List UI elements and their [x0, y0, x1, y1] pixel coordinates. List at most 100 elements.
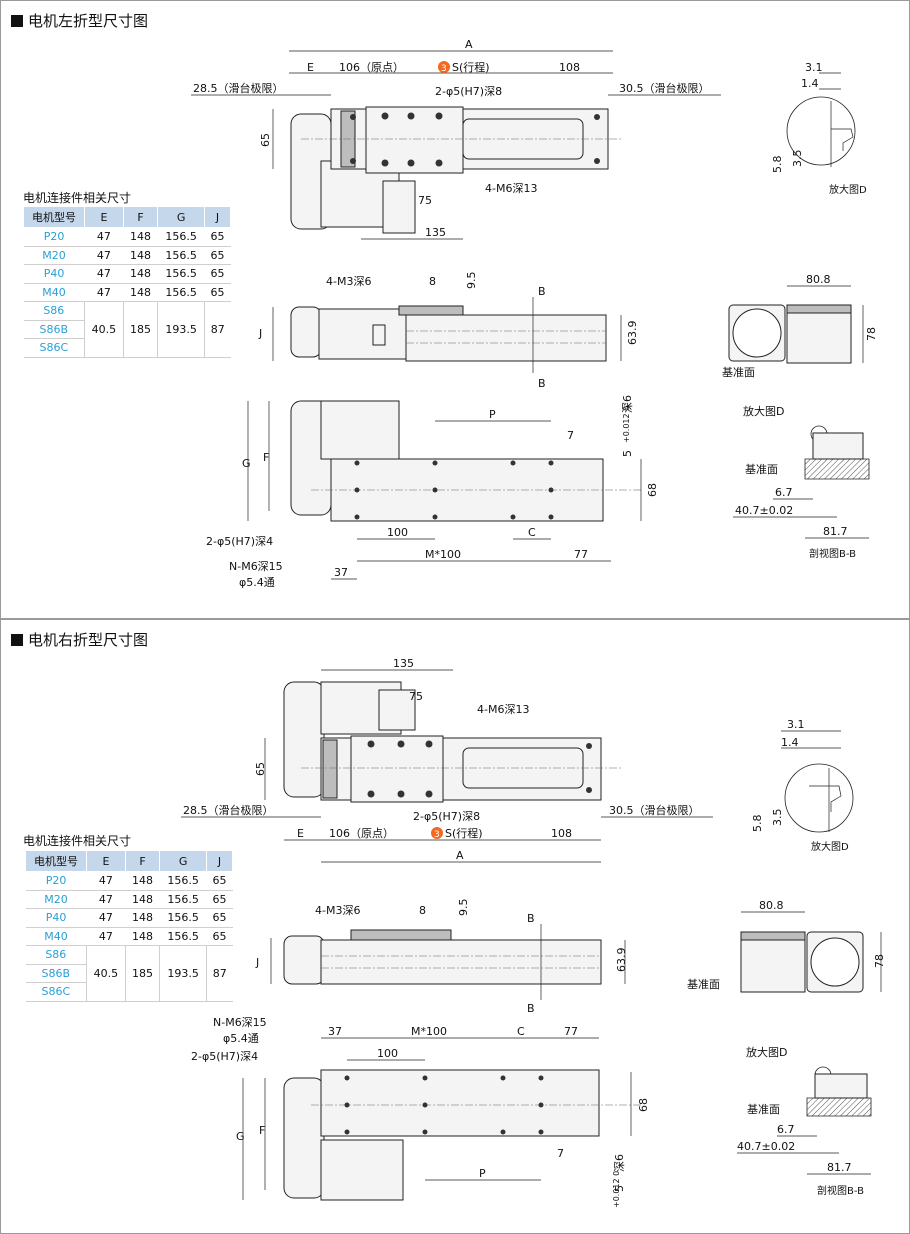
dim-100: 100 [387, 526, 408, 539]
hole [594, 158, 600, 164]
value-cell: 65 [206, 890, 233, 909]
stroke-badge-icon [438, 61, 450, 73]
model-cell: S86C [25, 982, 87, 1002]
value-cell: 47 [84, 264, 124, 284]
header-model: 电机型号 [22, 206, 86, 228]
dim-g: G [236, 1130, 245, 1143]
label-m3-depth6: 4-M3深6 [315, 904, 360, 917]
value-cell: 148 [123, 227, 158, 247]
dim-3-1: 3.1 [805, 61, 823, 74]
section-title: 电机左折型尺寸图 [11, 10, 148, 31]
rail-body [320, 1069, 600, 1137]
hole [594, 114, 600, 120]
section-caption: 剖视图B-B [817, 1184, 864, 1197]
stroke-badge-number: 3 [434, 830, 440, 840]
dim-5-8: 5.8 [771, 156, 784, 174]
table-row: S86C [25, 982, 233, 1002]
dim-f: F [263, 451, 269, 464]
value-cell: 65 [204, 246, 231, 265]
dim-9-5: 9.5 [457, 899, 470, 917]
dim-c: C [517, 1025, 525, 1038]
hole [435, 112, 443, 120]
label-section-b-top: B [538, 285, 546, 298]
section-caption: 剖视图B-B [809, 547, 856, 560]
value-cell: 193.5 [159, 945, 207, 1002]
value-cell: 40.5 [86, 945, 126, 1002]
value-cell: 148 [125, 890, 160, 909]
value-cell: 156.5 [157, 283, 205, 302]
dim-j: J [258, 327, 262, 340]
section-b-b: 放大图D 基准面 6.7 40.7±0.02 81.7 剖视图B-B [733, 404, 870, 560]
dim-p: P [489, 408, 496, 421]
end-view: 80.8 78 基准面 [722, 273, 878, 379]
motor-bracket [320, 1139, 404, 1201]
dim-stroke: S(行程) [445, 827, 483, 840]
top-view: A E 106（原点） 3 S(行程) 108 28.5（滑台极限） 30.5（… [191, 38, 721, 240]
dim-5: 5 [613, 1185, 626, 1192]
side-view: 4-M3深6 8 9.5 B B J 63.9 [258, 272, 639, 391]
value-cell: 156.5 [157, 227, 205, 247]
label-detail-d: 放大图D [743, 404, 784, 418]
dim-77: 77 [574, 548, 588, 561]
value-cell: 156.5 [157, 264, 205, 284]
dim-40-7: 40.7±0.02 [737, 1140, 795, 1153]
bottom-view: G F P 7 +0.012 0 深6 5 68 2-φ5(H7)深4 100 … [206, 395, 659, 589]
label-m6-depth13: 4-M6深13 [485, 182, 537, 195]
dim-e: E [307, 61, 314, 74]
header-e: E [86, 850, 126, 872]
model-cell: P20 [23, 227, 85, 247]
bottom-view: N-M6深15 φ5.4通 2-φ5(H7)深4 37 M*100 C 77 1… [191, 1016, 650, 1208]
dim-g: G [242, 457, 251, 470]
motor-housing [283, 935, 325, 985]
dim-6-7: 6.7 [777, 1123, 795, 1136]
dim-3-5: 3.5 [791, 150, 804, 168]
label-depth6: 深6 [613, 1154, 626, 1172]
motor-housing [283, 1077, 325, 1199]
table-row: S86 40.5 185 193.5 87 [23, 301, 231, 358]
header-j: J [204, 206, 231, 228]
header-f: F [122, 206, 159, 228]
dim-40-7: 40.7±0.02 [735, 504, 793, 517]
dim-5-8: 5.8 [751, 815, 764, 833]
dim-m-100: M*100 [425, 548, 461, 561]
label-m3-depth6: 4-M3深6 [326, 275, 371, 288]
dim-135: 135 [393, 657, 414, 670]
value-cell: 185 [122, 301, 158, 358]
detail-d: 3.1 1.4 5.8 3.5 放大图D [751, 718, 854, 853]
label-pin-depth4: 2-φ5(H7)深4 [206, 535, 273, 548]
table-caption: 电机连接件相关尺寸 [23, 834, 132, 848]
model-cell: S86C [23, 338, 85, 358]
value-cell: 148 [123, 246, 158, 265]
dim-100: 100 [377, 1047, 398, 1060]
model-cell: M40 [23, 283, 85, 302]
hatched-base [806, 1097, 872, 1117]
value-cell: 87 [204, 301, 231, 358]
dim-65: 65 [254, 762, 267, 776]
dim-tolerance: +0.012 0 [612, 1171, 621, 1208]
dim-30-5: 30.5（滑台极限） [619, 81, 710, 95]
dim-3-1: 3.1 [787, 718, 805, 731]
dim-63-9: 63.9 [626, 321, 639, 346]
model-cell: M20 [25, 890, 87, 909]
label-through-hole: φ5.4通 [223, 1032, 259, 1045]
dim-8: 8 [419, 904, 426, 917]
value-cell: 47 [86, 871, 126, 891]
dim-7: 7 [567, 429, 574, 442]
dim-p: P [479, 1167, 486, 1180]
dim-81-7: 81.7 [823, 525, 848, 538]
coupling-block [378, 689, 416, 731]
value-cell: 156.5 [159, 871, 207, 891]
dim-108: 108 [559, 61, 580, 74]
label-depth6: 深6 [621, 395, 634, 413]
value-cell: 47 [86, 927, 126, 946]
header-e: E [84, 206, 124, 228]
dim-8: 8 [429, 275, 436, 288]
dim-77: 77 [564, 1025, 578, 1038]
value-cell: 65 [206, 871, 233, 891]
dim-c: C [528, 526, 536, 539]
dim-75: 75 [418, 194, 432, 207]
